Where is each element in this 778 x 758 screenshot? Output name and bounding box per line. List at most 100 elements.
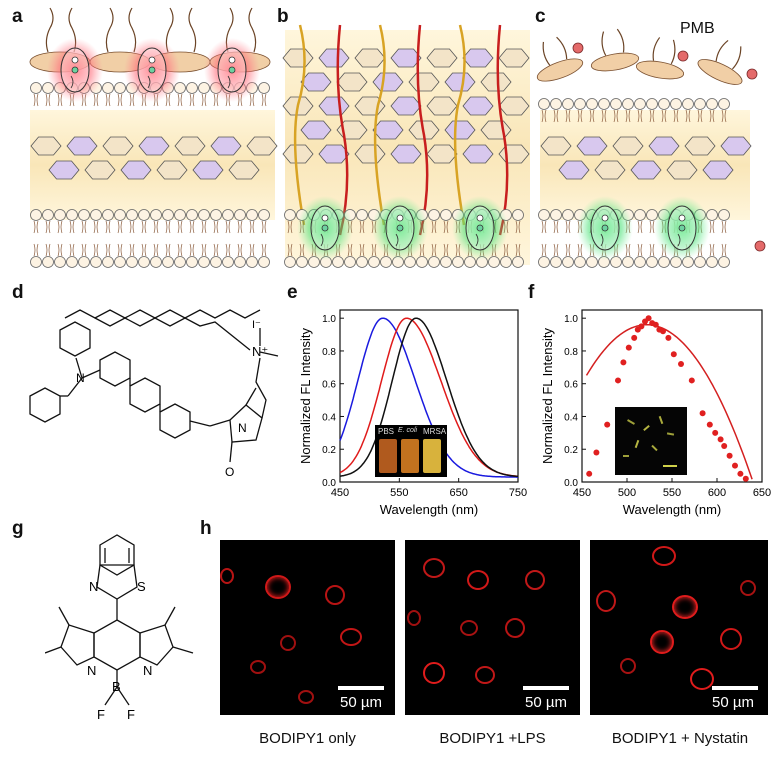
chart-f-point	[665, 334, 672, 341]
probe-atom	[678, 224, 686, 232]
lipid-tail	[565, 109, 571, 123]
lipid-tail	[541, 220, 547, 234]
probe-atom	[228, 66, 236, 74]
chart-f-ytick-label: 1.0	[564, 314, 578, 325]
lipid-head	[114, 256, 126, 268]
chart-f-ytick-label: 0.6	[564, 380, 578, 391]
chart-f-point	[699, 410, 706, 417]
lipid-head	[562, 256, 574, 268]
lipid-tail	[153, 243, 159, 257]
peptidoglycan-unit	[354, 144, 386, 164]
probe-atom	[601, 224, 609, 232]
peptidoglycan-unit	[684, 136, 716, 156]
panel-label-h: h	[200, 518, 212, 539]
o-antigen	[601, 28, 625, 56]
lipid-tail	[249, 220, 255, 234]
lipid-head	[90, 209, 102, 221]
peptidoglycan-unit	[444, 120, 476, 140]
probe-atom	[71, 56, 79, 64]
lps-core	[590, 52, 640, 72]
lipid-head	[174, 256, 186, 268]
lipid-tail	[201, 243, 207, 257]
lipid-head	[452, 256, 464, 268]
lipid-head	[174, 209, 186, 221]
lipid-head	[658, 98, 670, 110]
micrograph-3: 50 µm	[590, 540, 768, 715]
lipid-head	[30, 256, 42, 268]
iodide-label: I⁻	[252, 319, 261, 331]
chart-e-ytick-label: 0.2	[322, 445, 336, 456]
structure-g: N S N N B F F	[45, 534, 194, 722]
probe-atom	[396, 224, 404, 232]
lipid-tail	[637, 220, 643, 234]
peptidoglycan-unit	[120, 160, 152, 180]
thiazole-n: N	[89, 579, 98, 594]
lipid-head	[562, 209, 574, 221]
lipid-head	[246, 256, 258, 268]
lipid-tail	[503, 243, 509, 257]
chart-f-point	[678, 361, 684, 368]
lipid-tail	[33, 243, 39, 257]
chart-e-ytick-label: 0.8	[322, 347, 336, 358]
o-antigen	[652, 37, 676, 65]
chart-f-xtick-label: 600	[708, 487, 726, 499]
teichoic-acid	[453, 24, 466, 226]
lipid-head	[138, 209, 150, 221]
lipid-head	[488, 256, 500, 268]
micrograph-1: 50 µm	[220, 540, 395, 715]
scale-label-2: 50 µm	[525, 694, 567, 711]
chart-e-xtick-label: 650	[449, 487, 467, 499]
lipid-tail	[625, 109, 631, 123]
lipid-tail	[287, 243, 293, 257]
chart-f-point	[652, 321, 659, 328]
peptidoglycan-unit	[318, 48, 350, 68]
lipid-head	[78, 256, 90, 268]
lipid-tail	[649, 220, 655, 234]
probe-atom	[321, 224, 329, 232]
lipid-tail	[33, 93, 39, 107]
chart-f-point	[737, 470, 744, 477]
lipid-tail	[565, 243, 571, 257]
lipid-head	[512, 209, 524, 221]
lipid-head	[500, 256, 512, 268]
o-antigen	[105, 7, 137, 53]
lipid-tail	[129, 220, 135, 234]
lipid-head	[718, 98, 730, 110]
lipid-tail	[685, 109, 691, 123]
chart-f-point	[712, 429, 719, 436]
lipid-tail	[673, 109, 679, 123]
probe-atom	[601, 214, 609, 222]
lipid-head	[258, 256, 270, 268]
lipid-head	[706, 98, 718, 110]
lipid-tail	[189, 220, 195, 234]
fluorine-right: F	[127, 707, 135, 722]
lipid-head	[30, 209, 42, 221]
lipid-head	[102, 256, 114, 268]
vial-label-ecoli: E. coli	[398, 427, 418, 434]
lipid-tail	[57, 243, 63, 257]
lipid-tail	[249, 93, 255, 107]
lipid-head	[706, 256, 718, 268]
panel-label-f: f	[528, 282, 535, 303]
fluorine-left: F	[97, 707, 105, 722]
peptidoglycan-unit	[558, 160, 590, 180]
lipid-head	[550, 209, 562, 221]
chart-f-ytick-label: 0.8	[564, 347, 578, 358]
lipid-tail	[431, 243, 437, 257]
lipid-head	[598, 98, 610, 110]
lipid-head	[332, 256, 344, 268]
lipid-head	[646, 98, 658, 110]
peptidoglycan-unit	[84, 160, 116, 180]
probe-chain	[600, 233, 604, 247]
lipid-head	[54, 256, 66, 268]
lipid-head	[440, 256, 452, 268]
lipid-head	[42, 209, 54, 221]
lipid-head	[296, 256, 308, 268]
micrograph-caption-3: BODIPY1 + Nystatin	[611, 730, 749, 747]
peptidoglycan-unit	[390, 48, 422, 68]
lipid-tail	[93, 93, 99, 107]
probe-atom	[476, 214, 484, 222]
lipid-tail	[177, 93, 183, 107]
scale-bar-3	[712, 686, 758, 690]
teichoic-acid	[373, 24, 386, 226]
